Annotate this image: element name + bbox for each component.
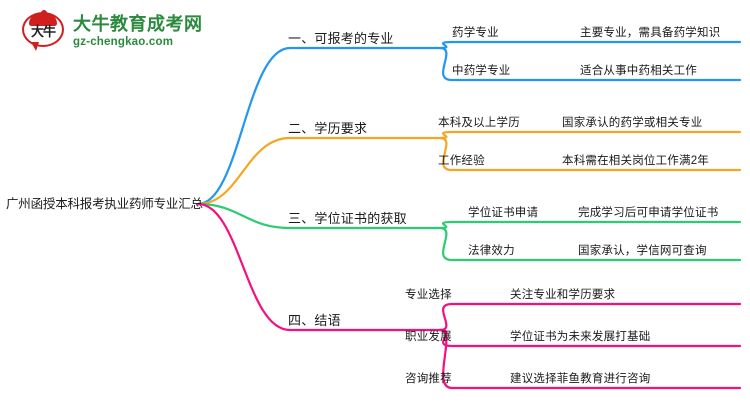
leaf-desc-4-2[interactable]: 学位证书为未来发展打基础	[510, 331, 651, 343]
branch-title-2[interactable]: 二、学历要求	[288, 121, 368, 136]
logo-mark-icon: 大牛	[22, 10, 66, 51]
leaf-label-4-3[interactable]: 咨询推荐	[405, 373, 452, 385]
leaf-label-2-2[interactable]: 工作经验	[438, 155, 485, 167]
speech-bubble-tail	[31, 42, 39, 51]
leaf-label-3-1[interactable]: 学位证书申请	[468, 207, 539, 219]
logo-text-block: 大牛教育成考网 gz-chengkao.com	[73, 14, 203, 49]
leaf-desc-4-3[interactable]: 建议选择菲鱼教育进行咨询	[510, 373, 651, 385]
leaf-desc-2-1[interactable]: 国家承认的药学或相关专业	[562, 117, 703, 129]
leaf-label-3-2[interactable]: 法律效力	[468, 245, 515, 257]
leaf-desc-2-2[interactable]: 本科需在相关岗位工作满2年	[562, 155, 709, 167]
logo-title: 大牛教育成考网	[73, 13, 203, 34]
branch-title-4[interactable]: 四、结语	[288, 313, 341, 328]
root-node-label[interactable]: 广州函授本科报考执业药师专业汇总	[6, 197, 203, 211]
leaf-label-2-1[interactable]: 本科及以上学历	[438, 117, 520, 129]
leaf-desc-1-1[interactable]: 主要专业，需具备药学知识	[580, 27, 721, 39]
leaf-desc-4-1[interactable]: 关注专业和学历要求	[510, 289, 616, 301]
leaf-label-4-1[interactable]: 专业选择	[405, 289, 452, 301]
graduation-cap-shape	[29, 13, 57, 26]
graduation-cap-knob	[41, 10, 47, 16]
logo-mark-text: 大牛	[30, 24, 56, 39]
leaf-label-1-2[interactable]: 中药学专业	[452, 65, 511, 77]
leaf-label-1-1[interactable]: 药学专业	[452, 27, 499, 39]
leaf-desc-3-2[interactable]: 国家承认，学信网可查询	[578, 245, 707, 257]
branch-title-3[interactable]: 三、学位证书的获取	[288, 211, 407, 226]
site-logo: 大牛 大牛教育成考网 gz-chengkao.com	[22, 8, 222, 54]
branch-title-1[interactable]: 一、可报考的专业	[288, 31, 394, 46]
leaf-label-4-2[interactable]: 职业发展	[405, 331, 452, 343]
logo-url: gz-chengkao.com	[73, 35, 174, 48]
leaf-desc-3-1[interactable]: 完成学习后可申请学位证书	[578, 207, 719, 219]
leaf-desc-1-2[interactable]: 适合从事中药相关工作	[580, 65, 697, 77]
